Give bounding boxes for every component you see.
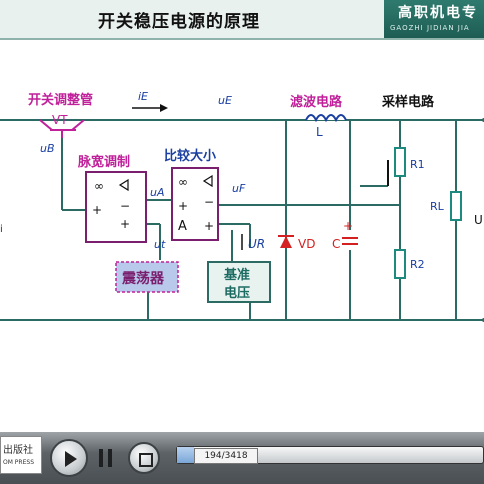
vt-label: VT <box>52 113 68 127</box>
reference-box <box>207 261 271 303</box>
pwm-plus: + <box>92 203 102 217</box>
pwm-amp-triangle-icon <box>118 178 129 192</box>
ub-label: uB <box>40 142 55 155</box>
comparator-amp-symbol: ∞ <box>178 175 188 189</box>
publisher-sub: OM PRESS <box>3 459 35 466</box>
comparator-plus-2: + <box>204 219 214 233</box>
comparator-minus: − <box>204 195 214 209</box>
left-edge-label: i <box>0 224 3 235</box>
pwm-label: 脉宽调制 <box>77 154 130 170</box>
capacitor-label: C <box>332 237 340 251</box>
stop-button[interactable] <box>128 442 160 474</box>
pause-bar <box>108 449 112 467</box>
comparator-plus: + <box>178 199 188 213</box>
output-u-label: U <box>474 213 483 227</box>
progress-counter: 194/3418 <box>194 448 258 464</box>
switch-tube-label: 开关调整管 <box>28 92 93 108</box>
pause-bar <box>99 449 103 467</box>
resistor-r2 <box>394 249 406 279</box>
stop-icon <box>139 453 153 467</box>
comparator-box <box>171 167 219 241</box>
play-icon <box>65 451 77 467</box>
vd-label: VD <box>298 237 315 251</box>
pause-button[interactable] <box>98 449 114 467</box>
ur-label: UR <box>248 237 265 251</box>
brand-name: 高职机电专 <box>398 5 478 21</box>
reference-label-line1: 基准 <box>223 267 250 283</box>
brand-subtitle: GAOZHI JIDIAN JIA <box>390 24 470 32</box>
reference-label-line2: 电压 <box>224 285 250 301</box>
resistor-r1 <box>394 147 406 177</box>
oscillator-box <box>115 261 179 293</box>
resistor-rl <box>450 191 462 221</box>
ua-label: uA <box>150 186 165 199</box>
uf-label: uF <box>232 182 246 195</box>
pwm-box <box>85 171 147 243</box>
ue-label: uE <box>218 94 232 107</box>
pwm-minus: − <box>120 199 130 213</box>
publisher-name: 出版社 <box>3 445 33 456</box>
comparator-label: 比较大小 <box>164 148 216 164</box>
play-button[interactable] <box>50 439 88 477</box>
diode-icon <box>280 236 292 248</box>
arrow-head-icon <box>160 104 168 112</box>
filter-label: 滤波电路 <box>290 94 343 110</box>
page-title: 开关稳压电源的原理 <box>98 12 260 32</box>
circuit-diagram: i VT uB 开关调整管 iE uE 脉宽调制 ∞ + − + uA 比较大小… <box>0 90 484 322</box>
cap-plus: + <box>343 219 353 233</box>
comparator-a: A <box>178 219 187 234</box>
r2-label: R2 <box>410 258 425 271</box>
rl-label: RL <box>430 200 445 213</box>
title-bar: 开关稳压电源的原理 高职机电专 GAOZHI JIDIAN JIA <box>0 0 484 40</box>
comparator-triangle-icon <box>202 174 213 188</box>
ie-label: iE <box>138 90 148 103</box>
r1-label: R1 <box>410 158 425 171</box>
brand-logo: 高职机电专 GAOZHI JIDIAN JIA <box>384 0 484 38</box>
oscillator-label: 震荡器 <box>121 270 165 287</box>
pwm-amp-symbol: ∞ <box>94 179 104 193</box>
progress-fill <box>177 447 195 463</box>
inductor-label: L <box>316 125 323 139</box>
transistor-vt <box>39 119 85 138</box>
publisher-logo: 出版社 OM PRESS <box>0 436 42 474</box>
ut-label: ut <box>154 238 166 251</box>
sampling-label: 采样电路 <box>381 94 435 110</box>
inductor-coil-icon <box>305 114 347 123</box>
pwm-plus-2: + <box>120 217 130 231</box>
